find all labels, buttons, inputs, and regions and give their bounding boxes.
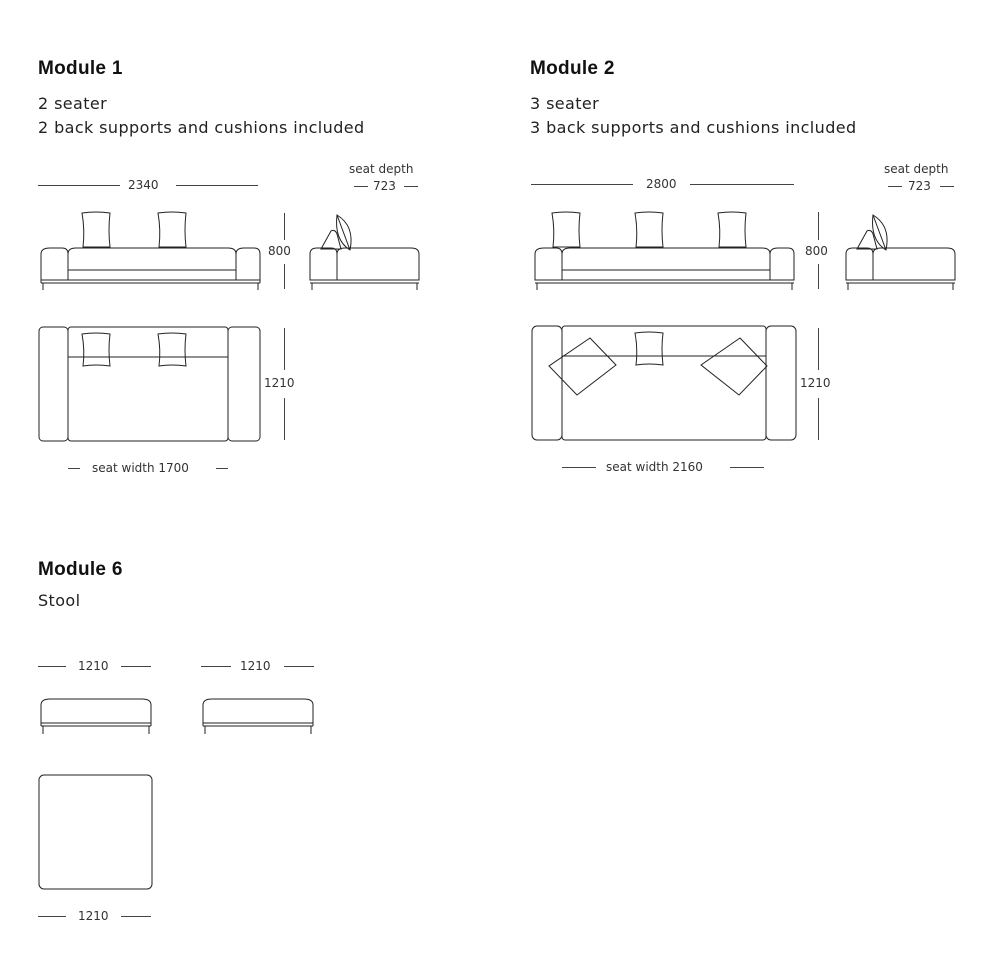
- module-6-side-view: [202, 698, 314, 734]
- dimension-line: [730, 467, 764, 468]
- dimension-line: [404, 186, 418, 187]
- module-1-side-view: [309, 214, 420, 290]
- dimension-line: [531, 184, 633, 185]
- dimension-line: [284, 328, 285, 370]
- dimension-line: [284, 398, 285, 440]
- dimension-line: [354, 186, 368, 187]
- dimension-line: [940, 186, 954, 187]
- dimension-line: [284, 264, 285, 289]
- module-2-front-view: [534, 211, 795, 290]
- dimension-line: [68, 468, 80, 469]
- module-2-seat-depth: 723: [908, 179, 931, 193]
- module-1-plan-view: [38, 326, 261, 442]
- module-2-seat-depth-label: seat depth: [884, 162, 949, 176]
- module-1-title: Module 1: [38, 58, 123, 79]
- dimension-line: [38, 666, 66, 667]
- dimension-line: [121, 666, 151, 667]
- module-1-seats: 2 seater: [38, 94, 108, 113]
- module-6-type: Stool: [38, 591, 81, 610]
- module-2-seats: 3 seater: [530, 94, 600, 113]
- dimension-line: [818, 398, 819, 440]
- dimension-line: [121, 916, 151, 917]
- module-6-title: Module 6: [38, 559, 123, 580]
- module-2-side-view: [845, 214, 956, 290]
- module-6-front-width: 1210: [78, 659, 109, 673]
- module-2-plan-depth: 1210: [800, 376, 831, 390]
- dimension-line: [284, 666, 314, 667]
- dimension-line: [284, 213, 285, 240]
- dimension-line: [818, 212, 819, 240]
- module-1-included: 2 back supports and cushions included: [38, 118, 365, 137]
- module-6-plan-width: 1210: [78, 909, 109, 923]
- dimension-line: [690, 184, 794, 185]
- dimension-line: [562, 467, 596, 468]
- module-6-plan-view: [38, 774, 153, 890]
- module-1-seat-width: seat width 1700: [92, 461, 189, 475]
- module-1-height: 800: [268, 244, 291, 258]
- module-1-seat-depth-label: seat depth: [349, 162, 414, 176]
- dimension-line: [818, 328, 819, 370]
- dimension-line: [216, 468, 228, 469]
- module-2-height: 800: [805, 244, 828, 258]
- module-1-plan-depth: 1210: [264, 376, 295, 390]
- module-2-plan-view: [531, 325, 797, 441]
- dimension-line: [888, 186, 902, 187]
- dimension-line: [818, 264, 819, 289]
- module-6-front-view: [40, 698, 152, 734]
- module-2-included: 3 back supports and cushions included: [530, 118, 857, 137]
- module-1-seat-depth: 723: [373, 179, 396, 193]
- module-2-title: Module 2: [530, 58, 615, 79]
- module-6-side-width: 1210: [240, 659, 271, 673]
- module-1-front-view: [40, 211, 261, 290]
- dimension-line: [201, 666, 231, 667]
- dimension-line: [176, 185, 258, 186]
- module-2-front-width: 2800: [646, 177, 677, 191]
- module-1-front-width: 2340: [128, 178, 159, 192]
- dimension-line: [38, 185, 120, 186]
- module-2-seat-width: seat width 2160: [606, 460, 703, 474]
- dimension-line: [38, 916, 66, 917]
